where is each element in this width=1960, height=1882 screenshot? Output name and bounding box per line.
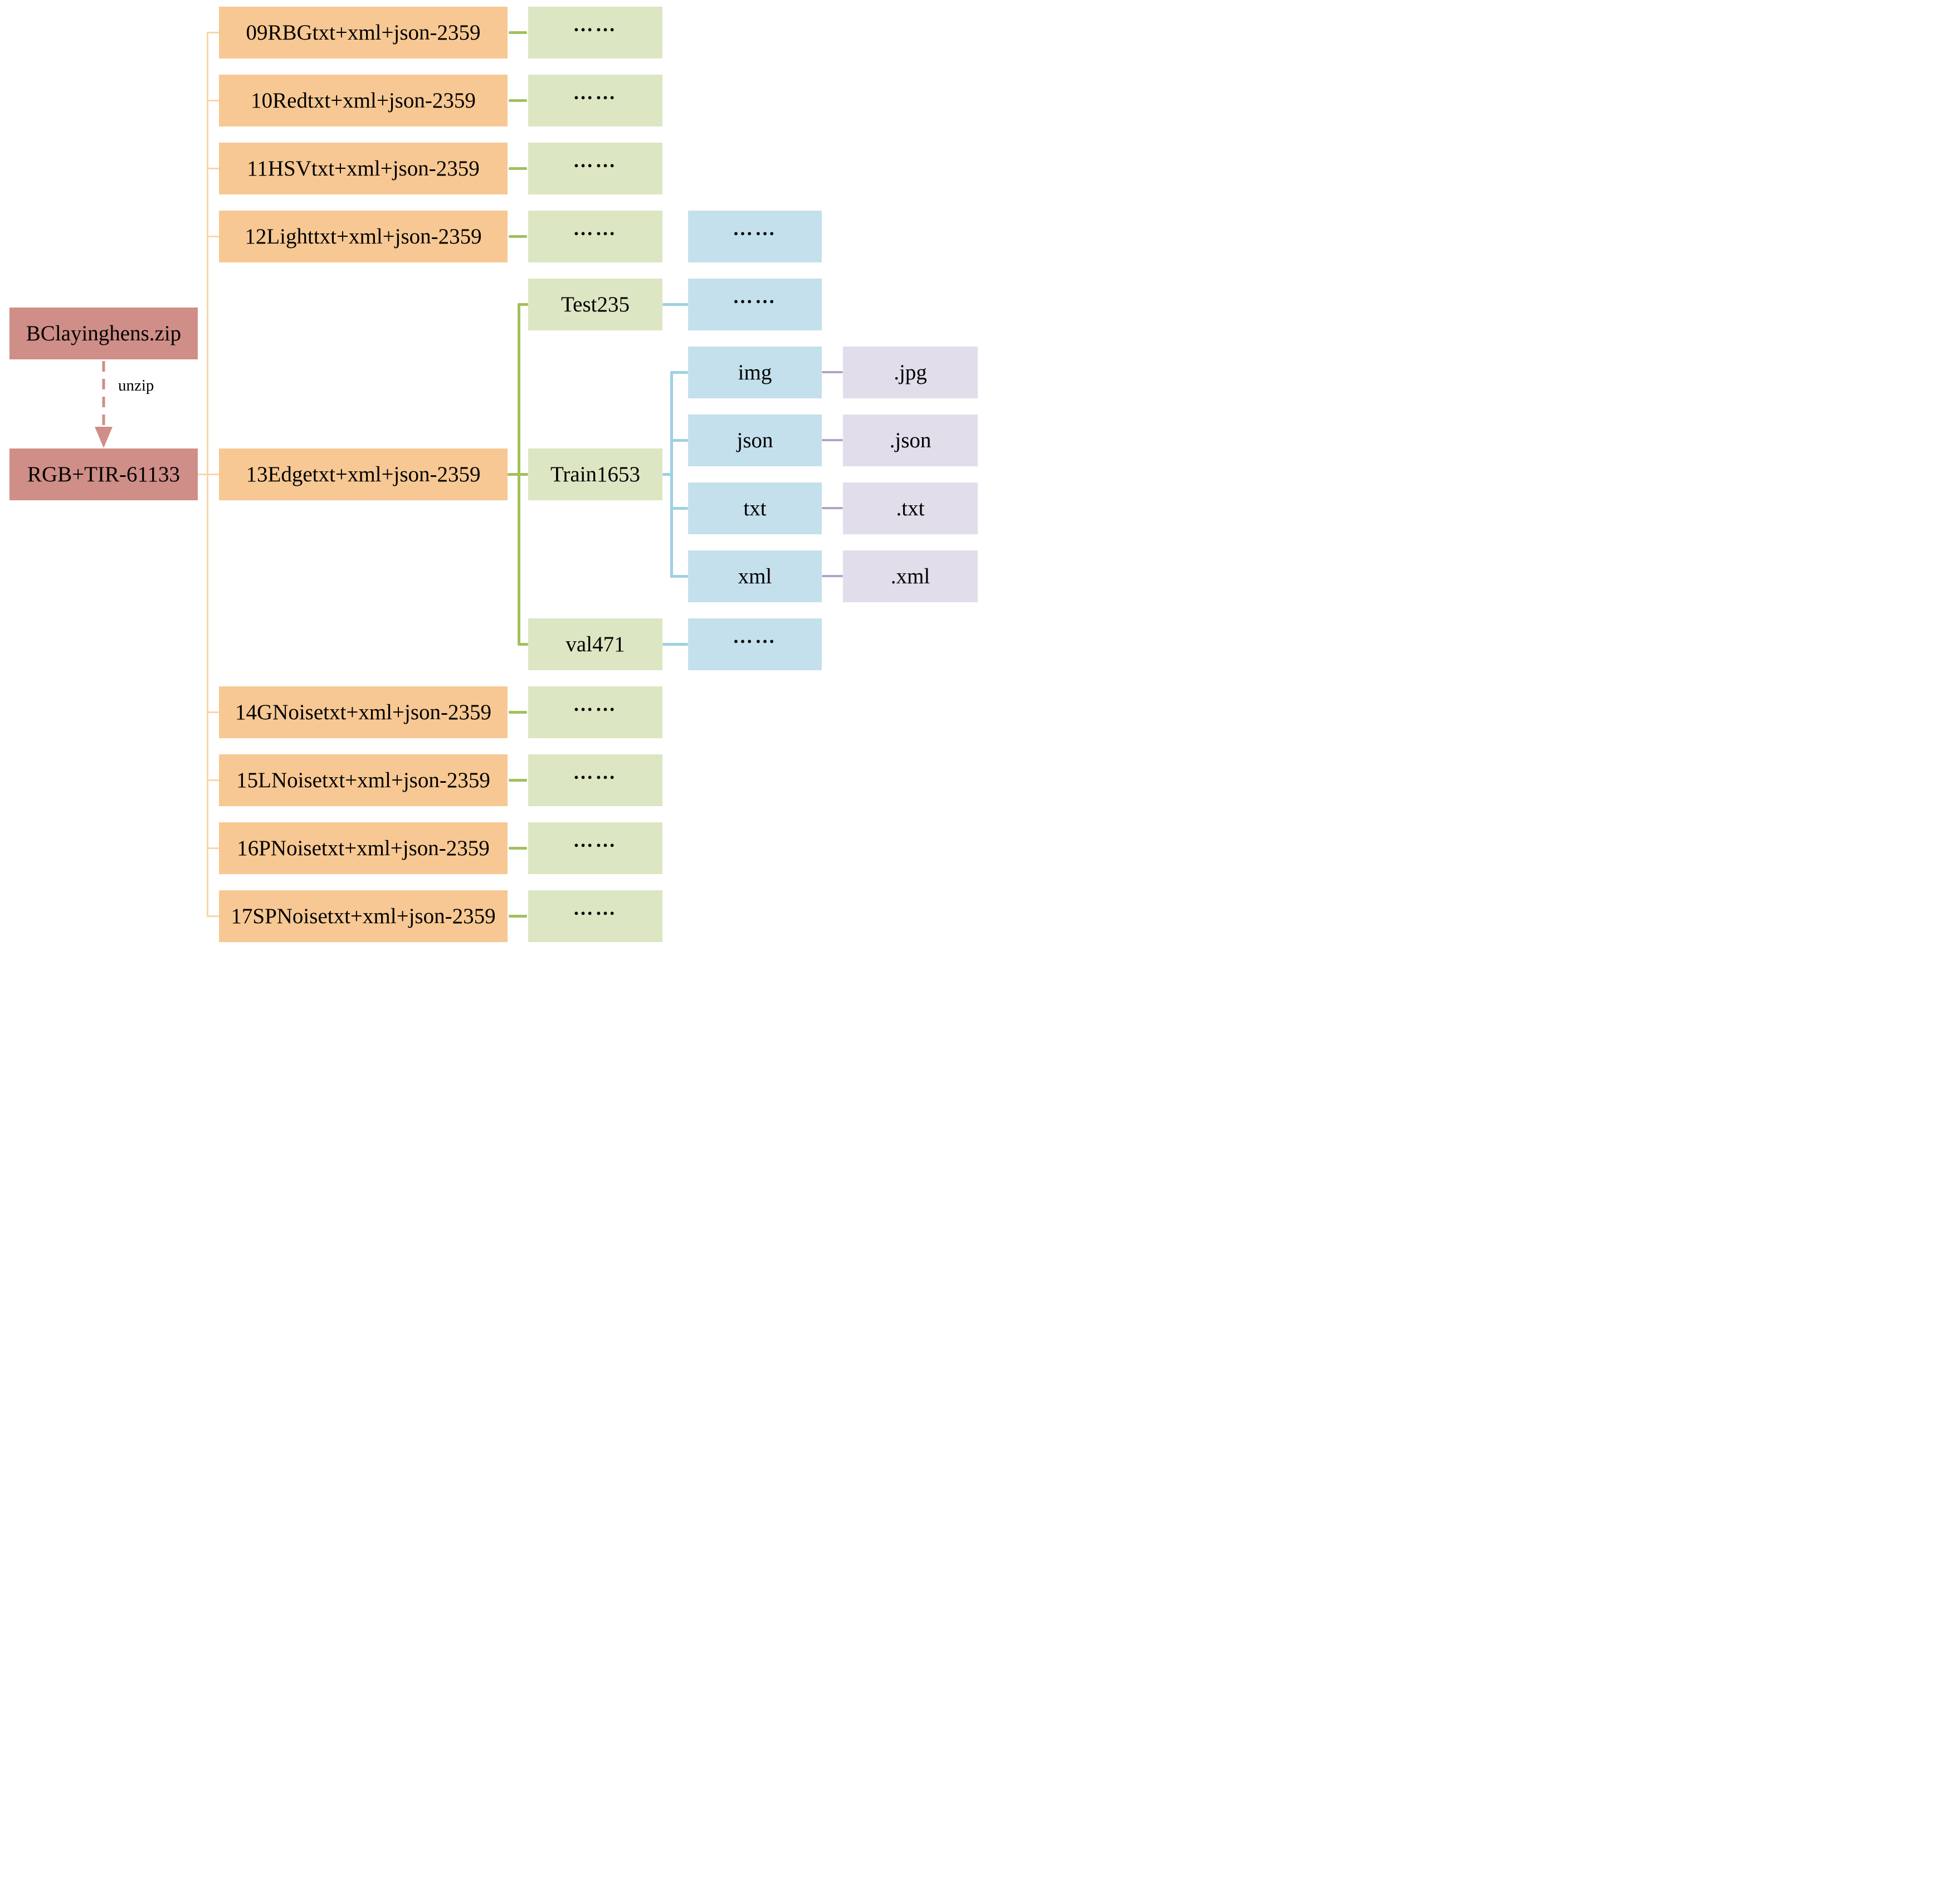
connector-xml-stub: [670, 575, 688, 578]
connector-orange-stub-15: [207, 779, 219, 781]
ext-node-txt: .txt: [843, 482, 978, 534]
split-node-train: Train1653: [528, 448, 662, 500]
ellipsis-node-10: ……: [528, 75, 662, 126]
ellipsis-node-14: ……: [528, 686, 662, 738]
connector-json-ext: [822, 439, 843, 441]
zip-file-node: BClayinghens.zip: [9, 308, 198, 359]
connector-txt-stub: [670, 507, 688, 510]
connector-orange-stub-14: [207, 711, 219, 713]
type-node-img: img: [688, 347, 822, 398]
connector-green-16: [509, 847, 527, 850]
connector-img-stub: [670, 371, 688, 374]
folder-node-11hsv: 11HSVtxt+xml+json-2359: [219, 143, 508, 194]
connector-blue-bracket: [670, 371, 673, 578]
connector-green-17: [509, 915, 527, 918]
ellipsis-node-17: ……: [528, 890, 662, 942]
folder-node-14gnoise: 14GNoisetxt+xml+json-2359: [219, 686, 508, 738]
connector-orange-stub-12: [207, 236, 219, 237]
folder-node-15lnoise: 15LNoisetxt+xml+json-2359: [219, 754, 508, 806]
connector-orange-stub-16: [207, 847, 219, 849]
connector-orange-stub-17: [207, 915, 219, 917]
folder-node-13edge: 13Edgetxt+xml+json-2359: [219, 448, 508, 500]
folder-node-17spnoise: 17SPNoisetxt+xml+json-2359: [219, 890, 508, 942]
connector-green-09: [509, 31, 527, 34]
folder-node-09rbg: 09RBGtxt+xml+json-2359: [219, 7, 508, 58]
connector-txt-ext: [822, 507, 843, 509]
connector-root-to-13edge: [198, 474, 220, 475]
connector-green-14: [509, 711, 527, 714]
connector-orange-stub-10: [207, 100, 219, 101]
type-node-xml: xml: [688, 550, 822, 602]
connector-val-child: [662, 643, 688, 646]
folder-node-16pnoise: 16PNoisetxt+xml+json-2359: [219, 822, 508, 874]
split-node-test: Test235: [528, 279, 662, 330]
connector-jpg: [822, 371, 843, 373]
connector-orange-stub-09: [207, 32, 219, 33]
type-node-json: json: [688, 415, 822, 466]
connector-green-10: [509, 99, 527, 102]
ext-node-jpg: .jpg: [843, 347, 978, 398]
ellipsis-node-11: ……: [528, 143, 662, 194]
connector-13edge-stub: [508, 473, 519, 476]
ext-node-json: .json: [843, 415, 978, 466]
connector-green-11: [509, 167, 527, 170]
folder-structure-diagram: unzip BClayinghens.zip RGB+TIR-61133 09R…: [0, 0, 980, 944]
connector-val-stub: [518, 643, 528, 646]
connector-test-stub: [518, 303, 528, 306]
root-folder-node: RGB+TIR-61133: [9, 448, 198, 500]
ellipsis-node-12: ……: [528, 211, 662, 262]
type-node-txt: txt: [688, 482, 822, 534]
split-node-val: val471: [528, 618, 662, 670]
connector-green-15: [509, 779, 527, 782]
unzip-arrow: [95, 361, 113, 448]
folder-node-10red: 10Redtxt+xml+json-2359: [219, 75, 508, 126]
connector-orange-stub-11: [207, 168, 219, 169]
ellipsis-node-09: ……: [528, 7, 662, 58]
ellipsis-node-test-child: ……: [688, 279, 822, 330]
connector-green-12: [509, 235, 527, 238]
connector-train-stub: [518, 473, 528, 476]
ellipsis-node-val-child: ……: [688, 618, 822, 670]
connector-train-bracket-stub: [662, 473, 673, 476]
unzip-label: unzip: [118, 377, 154, 394]
connector-xml-ext: [822, 575, 843, 577]
ellipsis-node-15: ……: [528, 754, 662, 806]
connector-json-stub: [670, 439, 688, 442]
folder-node-12light: 12Lighttxt+xml+json-2359: [219, 211, 508, 262]
ellipsis-node-12-extra: ……: [688, 211, 822, 262]
connector-test-child: [662, 303, 688, 306]
ext-node-xml: .xml: [843, 550, 978, 602]
ellipsis-node-16: ……: [528, 822, 662, 874]
